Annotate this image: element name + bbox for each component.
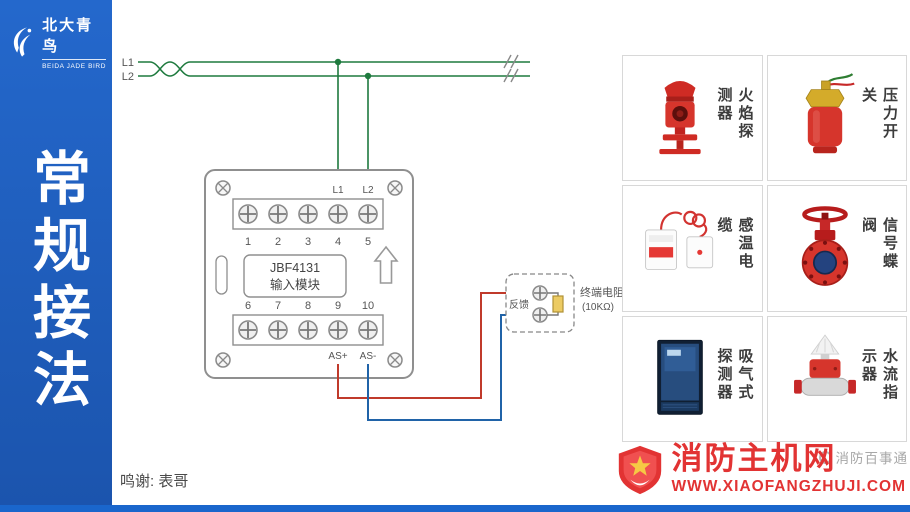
watermark-text: 消防百事通 [835,451,908,466]
fire-shield-icon [619,445,662,495]
screw-terminal [238,320,258,340]
end-of-line-resistor [552,295,564,313]
product-card-pressure-switch: 压力开关 [766,55,907,182]
flame-detector-image [659,81,701,155]
product-label: 吸气式探测器 [715,347,754,402]
brand-name-en: BEIDA JADE BIRD [42,63,106,70]
product-card-signal-butterfly-valve: 信号蝶阀 [766,185,907,312]
water-flow-indicator-image [793,334,856,396]
terminal-number: 9 [335,300,341,312]
terminal-number: 7 [275,300,281,312]
screw-terminal [238,204,258,224]
terminal-number: 8 [305,300,311,312]
sidebar: 北大青鸟 BEIDA JADE BIRD 常规接法 [0,0,112,512]
resistor-name: 终端电阻 [580,285,624,299]
jade-bird-icon [13,27,32,57]
up-arrow-icon [373,245,399,284]
feedback-device: 反馈 [505,273,575,333]
terminal-number: 4 [335,236,341,248]
module-label-l2: L2 [362,185,374,196]
terminal-number: 10 [362,300,374,312]
product-card-flame-detector: 火焰探测器 [622,55,763,182]
site-name: 消防主机网 [671,441,837,476]
terminal-number: 5 [365,236,371,248]
heat-sensing-cable-image [645,211,714,271]
aspirating-detector-image [657,339,704,415]
module-slot [215,255,228,295]
screw-terminal [358,204,378,224]
product-card-heat-sensing-cable: 感温电缆 [622,185,763,312]
product-grid: 火焰探测器 压力开关 [622,55,907,442]
product-label: 信号蝶阀 [860,217,898,272]
product-label: 火焰探测器 [715,87,754,142]
screw-terminal [268,204,288,224]
bus-junction-dots [334,58,372,80]
module-model: JBF4131 [270,261,320,275]
credit-text: 鸣谢: 表哥 [120,473,189,490]
bus-label-l2: L2 [122,71,134,83]
bottom-accent-bar [0,505,910,512]
product-card-aspirating-detector: 吸气式探测器 [622,315,763,442]
screw-terminal [532,285,548,301]
screw-terminal [328,204,348,224]
watermark-logo-icon [818,450,832,464]
corner-screw [387,352,403,368]
site-logo-block: 消防主机网 WWW.XIAOFANGZHUJI.COM [614,441,906,497]
module-type: 输入模块 [270,277,321,292]
corner-screw [215,180,231,196]
watermark: 消防百事通 [818,447,909,467]
brand-logo: 北大青鸟 BEIDA JADE BIRD [0,0,112,80]
screw-terminal [298,320,318,340]
site-url: WWW.XIAOFANGZHUJI.COM [671,477,906,495]
resistor-value: (10KΩ) [582,302,614,313]
module-label-as-plus: AS+ [328,351,347,362]
terminal-number: 3 [305,236,311,248]
bus-break-marks [503,54,519,83]
bus-label-l1: L1 [122,57,134,69]
terminal-number: 2 [275,236,281,248]
screw-terminal [268,320,288,340]
wire-as-plus [337,292,533,399]
screw-terminal [358,320,378,340]
product-card-water-flow-indicator: 水流指示器 [766,315,907,442]
brand-name: 北大青鸟 [42,14,106,60]
module-label-l1: L1 [332,185,344,196]
screw-terminal [532,307,548,323]
screw-terminal [328,320,348,340]
input-module: L1 L2 [204,169,414,379]
module-label-as-minus: AS- [360,351,377,362]
module-name-plate [243,254,347,298]
screw-terminal [298,204,318,224]
page-title: 常规接法 [24,148,89,416]
corner-screw [387,180,403,196]
pressure-switch-image [805,73,855,154]
product-label: 水流指示器 [860,347,898,402]
feedback-label: 反馈 [509,298,529,311]
corner-screw [215,352,231,368]
terminal-number: 1 [245,236,251,248]
signal-butterfly-valve-image [801,206,848,287]
terminal-number: 6 [245,300,251,312]
product-label: 感温电缆 [715,217,754,272]
product-label: 压力开关 [860,87,898,142]
